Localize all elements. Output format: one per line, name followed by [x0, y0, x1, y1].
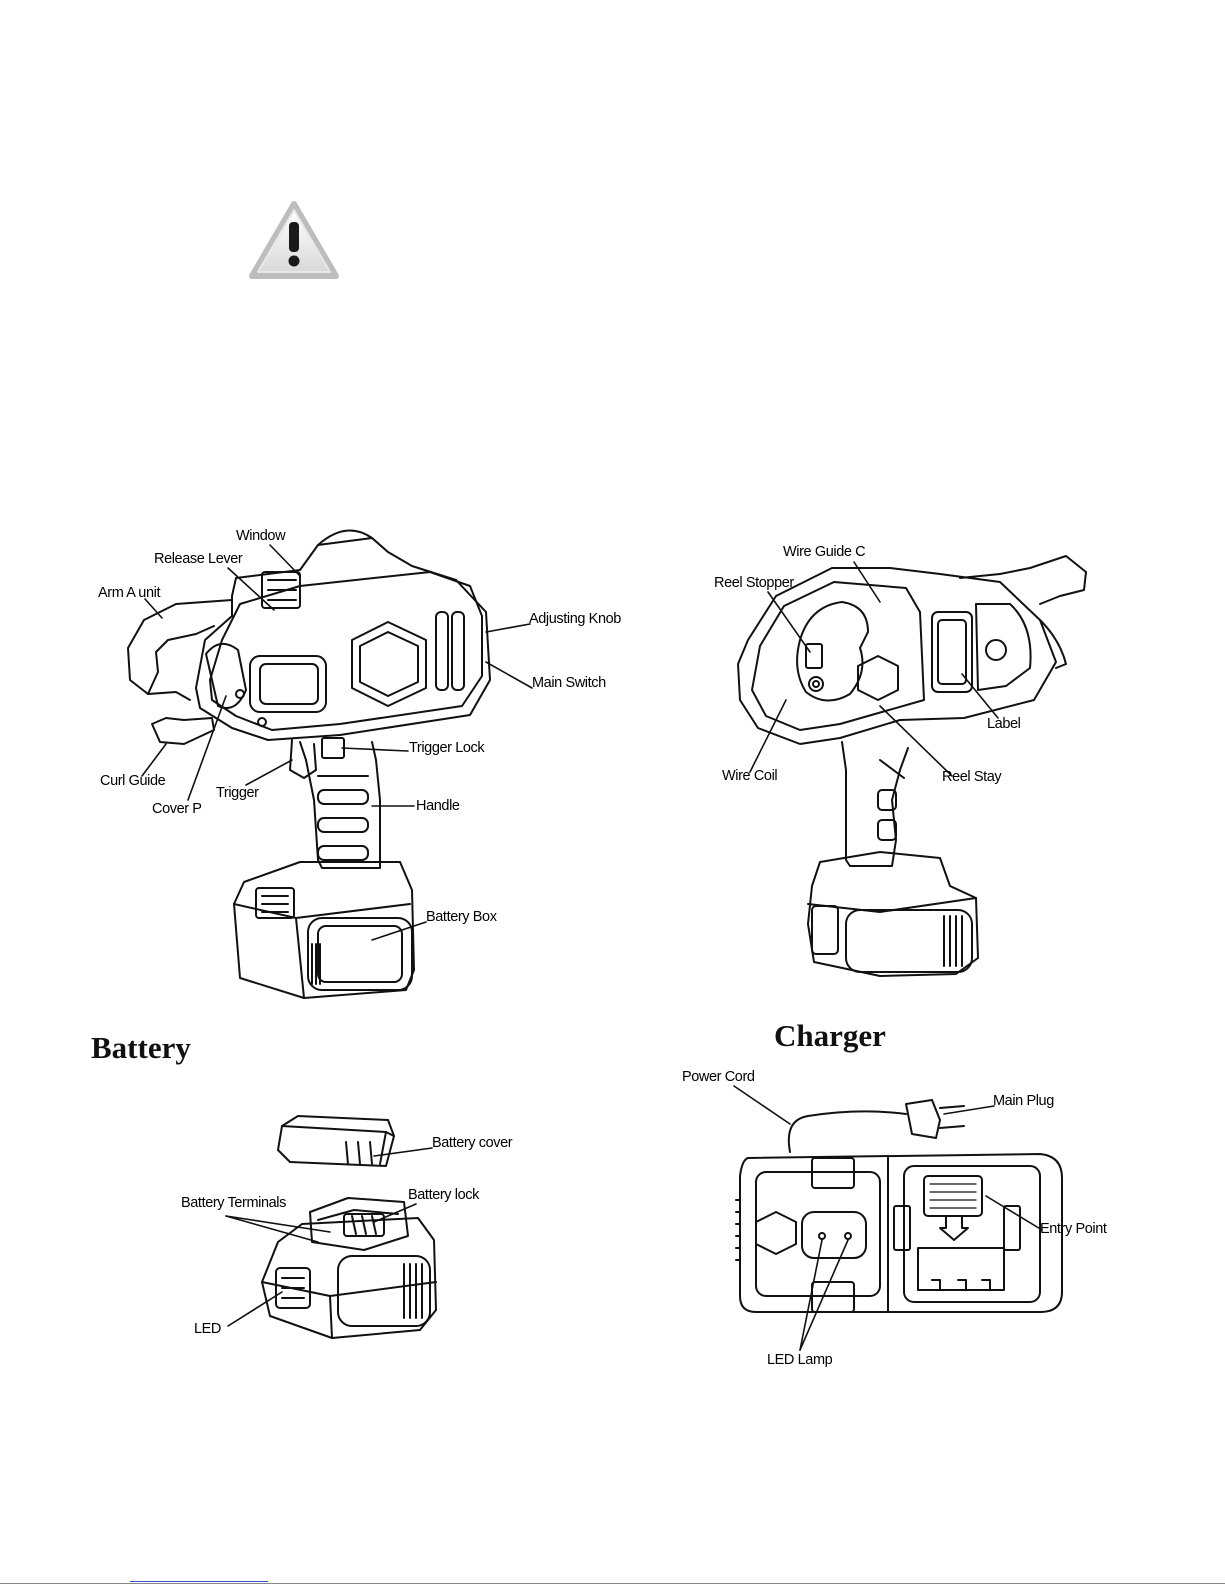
label-battery-box: Battery Box [426, 909, 497, 925]
label-power-cord: Power Cord [682, 1069, 755, 1085]
label-wire-coil: Wire Coil [722, 768, 777, 784]
page-bottom-rule [0, 1583, 1225, 1584]
label-battery-terminals: Battery Terminals [181, 1195, 286, 1211]
charger-heading: Charger [774, 1018, 886, 1054]
warning-triangle-icon [246, 198, 342, 282]
label-reel-stopper: Reel Stopper [714, 575, 794, 591]
label-battery-cover: Battery cover [432, 1135, 512, 1151]
label-handle: Handle [416, 798, 460, 814]
label-curl-guide: Curl Guide [100, 773, 165, 789]
label-entry-point: Entry Point [1040, 1221, 1107, 1237]
label-led: LED [194, 1321, 221, 1337]
battery-heading: Battery [91, 1030, 191, 1066]
label-reel-stay: Reel Stay [942, 769, 1001, 785]
label-release-lever: Release Lever [154, 551, 242, 567]
label-window: Window [236, 528, 285, 544]
label-main-switch: Main Switch [532, 675, 606, 691]
label-main-plug: Main Plug [993, 1093, 1054, 1109]
footer-link-underline [130, 1581, 268, 1582]
label-adjusting-knob: Adjusting Knob [529, 611, 621, 627]
label-trigger: Trigger [216, 785, 259, 801]
label-wire-guide-c: Wire Guide C [783, 544, 865, 560]
label-led-lamp: LED Lamp [767, 1352, 832, 1368]
label-cover-p: Cover P [152, 801, 202, 817]
label-arm-a-unit: Arm A unit [98, 585, 160, 601]
label-label: Label [987, 716, 1020, 732]
label-trigger-lock: Trigger Lock [409, 740, 484, 756]
label-battery-lock: Battery lock [408, 1187, 479, 1203]
